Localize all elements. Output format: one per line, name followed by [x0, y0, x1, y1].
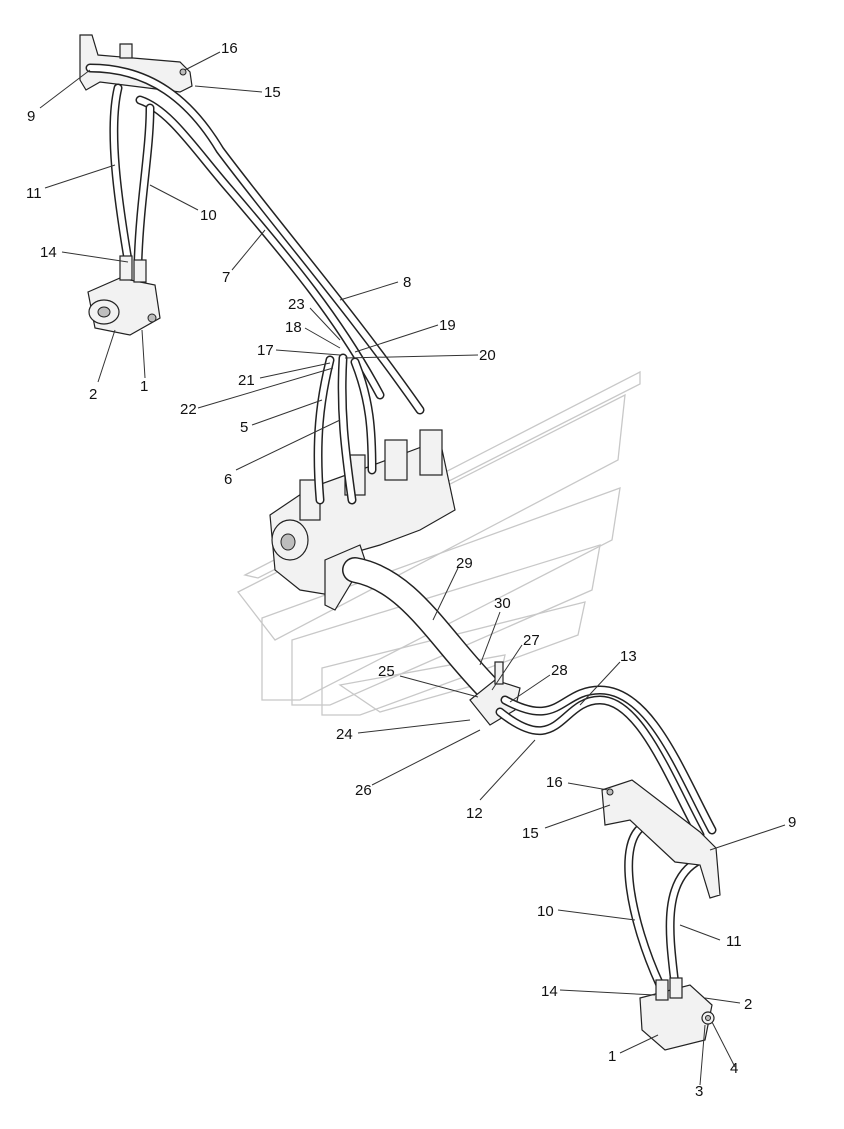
callout-5: 5 — [240, 419, 248, 436]
callout-6: 6 — [224, 471, 232, 488]
callout-8: 8 — [403, 274, 411, 291]
callout-16: 16 — [221, 40, 238, 57]
pressure-pipe — [342, 557, 503, 703]
callout-9: 9 — [27, 108, 35, 125]
callout-leaders — [39, 51, 786, 1086]
callout-20: 20 — [479, 347, 496, 364]
callout-4: 4 — [730, 1060, 738, 1077]
callout-25: 25 — [378, 663, 395, 680]
upper-mounting-bracket — [79, 34, 193, 93]
callout-11-lower: 11 — [726, 933, 742, 950]
callout-2-lower: 2 — [744, 996, 752, 1013]
callout-15: 15 — [264, 84, 281, 101]
callout-22: 22 — [180, 401, 197, 418]
upper-hoses — [85, 63, 425, 415]
callout-1: 1 — [140, 378, 148, 395]
valve-hoses — [313, 353, 377, 505]
callout-24: 24 — [336, 726, 353, 743]
callout-14: 14 — [40, 244, 57, 261]
callout-21: 21 — [238, 372, 255, 389]
callout-27: 27 — [523, 632, 540, 649]
callout-29: 29 — [456, 555, 473, 572]
upper-hydraulic-pump — [87, 255, 161, 336]
callout-labels: 16 15 9 11 10 14 7 8 2 1 23 18 19 17 20 … — [26, 40, 796, 1100]
callout-3: 3 — [695, 1083, 703, 1100]
callout-14-lower: 14 — [541, 983, 558, 1000]
lower-hydraulic-pump — [639, 977, 715, 1051]
callout-1-lower: 1 — [608, 1048, 616, 1065]
callout-9-lower: 9 — [788, 814, 796, 831]
callout-16-lower: 16 — [546, 774, 563, 791]
callout-18: 18 — [285, 319, 302, 336]
callout-2: 2 — [89, 386, 97, 403]
callout-17: 17 — [257, 342, 274, 359]
callout-26: 26 — [355, 782, 372, 799]
callout-19: 19 — [439, 317, 456, 334]
callout-13: 13 — [620, 648, 637, 665]
callout-15-lower: 15 — [522, 825, 539, 842]
callout-30: 30 — [494, 595, 511, 612]
callout-11: 11 — [26, 185, 42, 202]
callout-7: 7 — [222, 269, 230, 286]
lower-hoses — [495, 685, 717, 990]
callout-10-lower: 10 — [537, 903, 554, 920]
callout-10: 10 — [200, 207, 217, 224]
callout-23: 23 — [288, 296, 305, 313]
callout-12: 12 — [466, 805, 483, 822]
callout-28: 28 — [551, 662, 568, 679]
lower-mounting-bracket — [601, 779, 721, 899]
central-control-valve — [269, 429, 456, 611]
